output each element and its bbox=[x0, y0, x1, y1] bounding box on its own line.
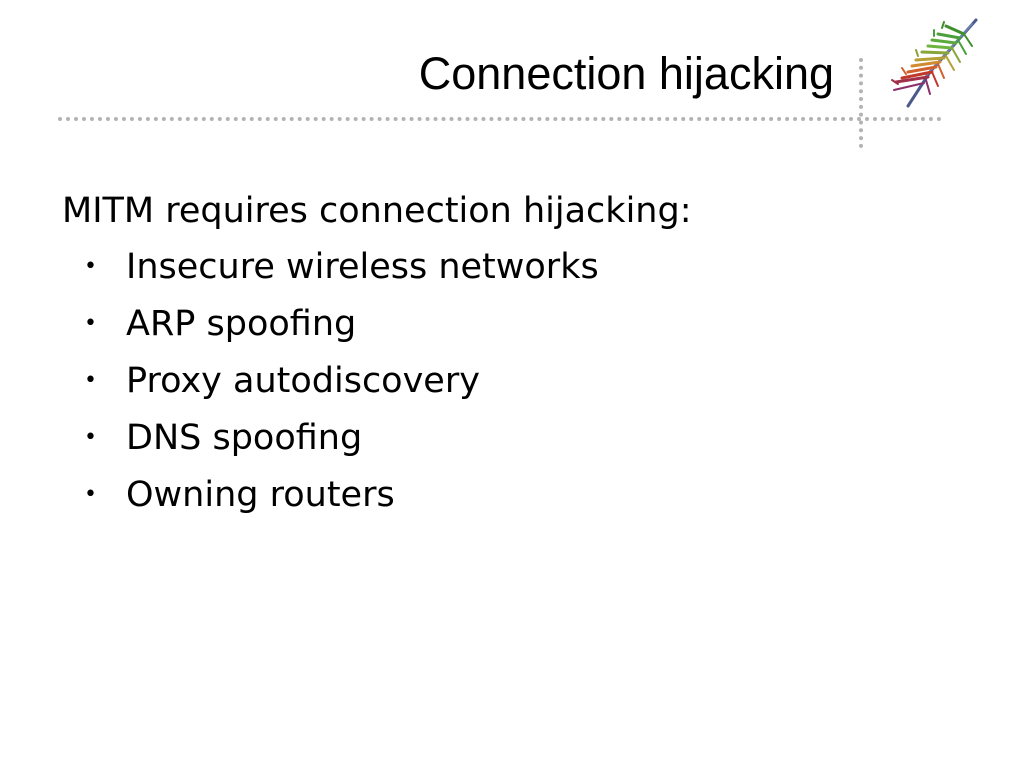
slide-title: Connection hijacking bbox=[418, 48, 834, 99]
list-item: • Proxy autodiscovery bbox=[62, 356, 962, 413]
bullet-text: DNS spoofing bbox=[126, 418, 363, 458]
bullet-text: ARP spoofing bbox=[126, 304, 357, 344]
bullet-text: Owning routers bbox=[126, 475, 395, 515]
bullet-text: Proxy autodiscovery bbox=[126, 361, 480, 401]
bullet-icon: • bbox=[84, 425, 97, 450]
list-item: • Owning routers bbox=[62, 470, 962, 527]
list-item: • DNS spoofing bbox=[62, 413, 962, 470]
list-item: • ARP spoofing bbox=[62, 299, 962, 356]
slide-content: MITM requires connection hijacking: • In… bbox=[62, 186, 962, 527]
bullet-icon: • bbox=[84, 368, 97, 393]
fern-logo-icon bbox=[891, 18, 978, 108]
list-item: • Insecure wireless networks bbox=[62, 242, 962, 299]
bullet-icon: • bbox=[84, 482, 97, 507]
title-divider-horizontal bbox=[58, 117, 942, 121]
title-divider-vertical bbox=[859, 58, 863, 148]
bullet-icon: • bbox=[84, 254, 97, 279]
bullet-list: • Insecure wireless networks • ARP spoof… bbox=[62, 242, 962, 527]
bullet-icon: • bbox=[84, 311, 97, 336]
bullet-text: Insecure wireless networks bbox=[126, 247, 599, 287]
intro-text: MITM requires connection hijacking: bbox=[62, 191, 692, 231]
